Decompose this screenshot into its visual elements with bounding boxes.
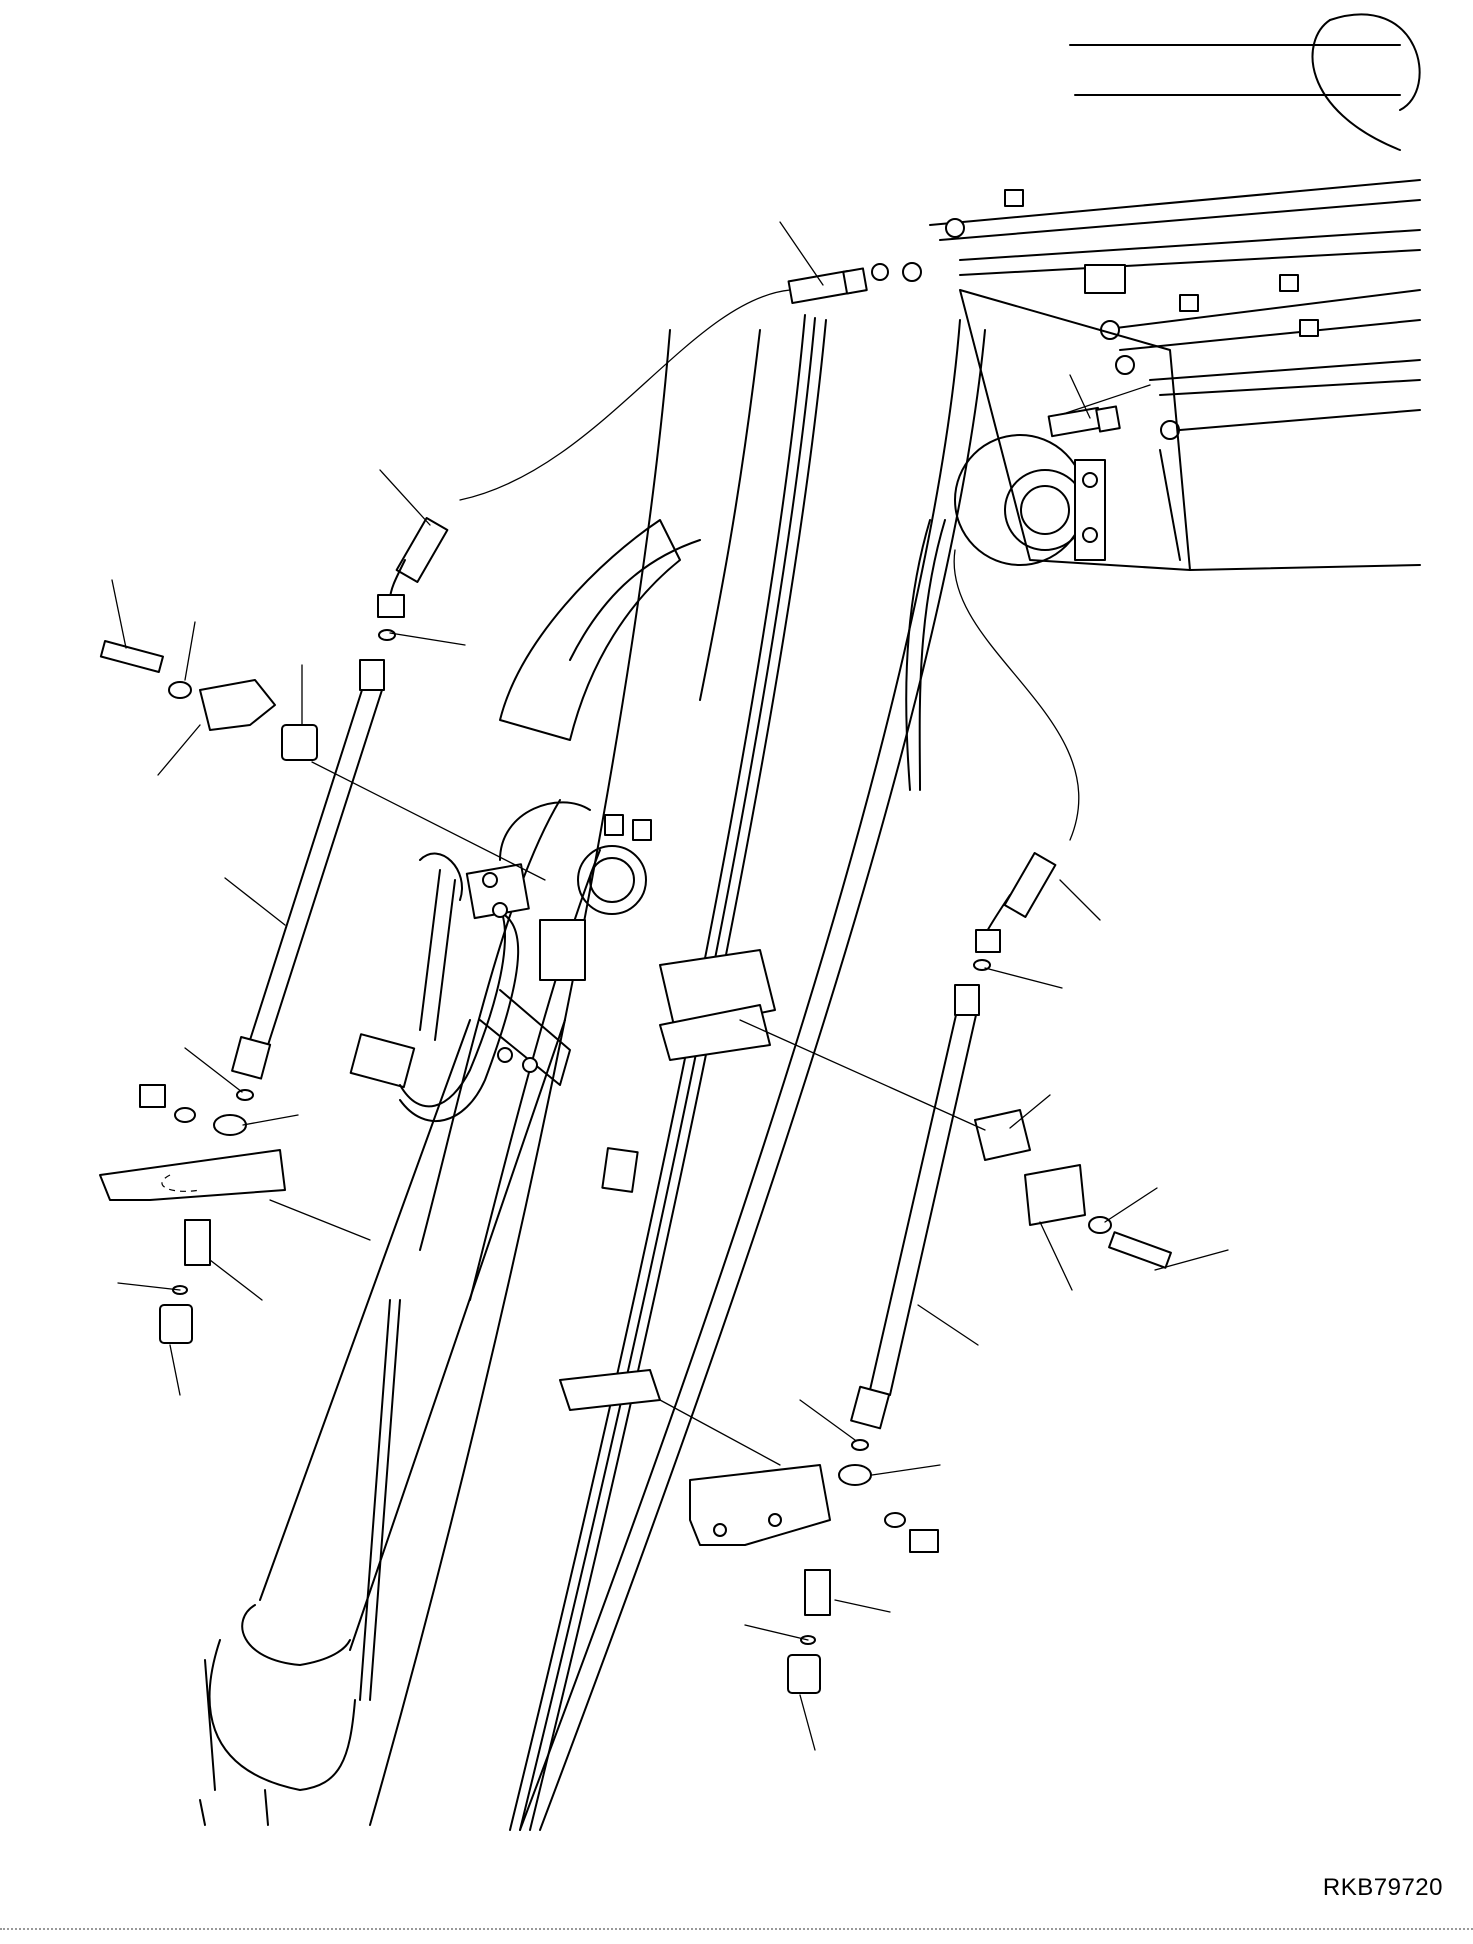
valve-assembly [349,852,586,1123]
boom-cylinder [199,1019,566,1826]
leader-lines [111,221,1229,1751]
arm-structure [369,314,986,1831]
hose-assembly-left [99,263,889,1344]
drawing-id: RKB79720 [1322,1874,1443,1901]
hose-assembly-right [559,384,1172,1694]
boom-head [902,13,1421,571]
page-border [0,1928,1473,1930]
